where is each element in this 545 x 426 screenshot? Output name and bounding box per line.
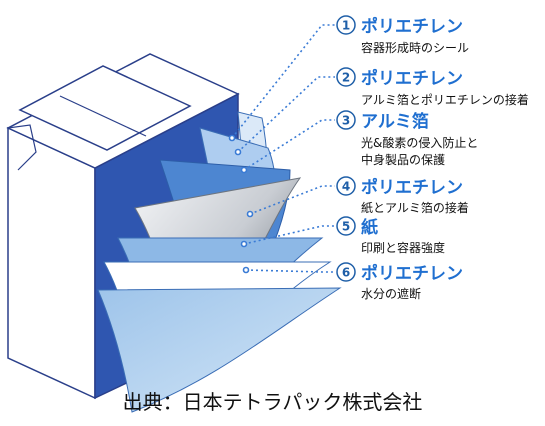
layer-number: 5 <box>342 220 350 234</box>
layer-number: 3 <box>342 114 350 128</box>
layer-title: ポリエチレン <box>361 177 463 198</box>
leader-line-4 <box>249 185 335 215</box>
carton-seal-line <box>59 95 147 137</box>
leader-lines <box>228 24 335 274</box>
number-badge <box>336 67 356 87</box>
layer-desc: アルミ箔とポリエチレンの接着 <box>361 92 529 107</box>
layer-label-1: 1 ポリエチレン 容器形成時のシール <box>336 15 469 55</box>
layer-label-5: 5 紙 印刷と容器強度 <box>336 216 445 255</box>
layer-label-2: 2 ポリエチレン アルミ箔とポリエチレンの接着 <box>336 67 529 107</box>
layer-sheet-6 <box>97 287 342 413</box>
peeled-layers <box>97 111 342 413</box>
layer-title: アルミ箔 <box>361 111 429 132</box>
number-badge <box>336 176 356 196</box>
leader-line-3 <box>243 119 335 171</box>
carton-left-face <box>7 126 96 400</box>
number-badge <box>336 110 356 130</box>
layer-title: ポリエチレン <box>361 263 463 284</box>
layer-desc: 紙とアルミ箔の接着 <box>361 200 469 215</box>
layer-number: 4 <box>342 180 350 194</box>
layer-desc: 光&酸素の侵入防止と <box>361 135 478 150</box>
leader-line-2 <box>237 76 335 153</box>
layer-desc: 中身製品の保護 <box>361 152 445 167</box>
layer-label-3: 3 アルミ箔 光&酸素の侵入防止と 中身製品の保護 <box>336 110 478 167</box>
layer-label-6: 6 ポリエチレン 水分の遮断 <box>336 262 463 301</box>
layer-title: 紙 <box>361 217 378 238</box>
source-caption: 出典：日本テトラパック株式会社 <box>122 390 423 414</box>
layer-title: ポリエチレン <box>361 16 463 37</box>
layer-number: 2 <box>342 71 350 85</box>
layer-number: 6 <box>342 266 350 280</box>
carton-top-seal <box>18 65 192 151</box>
leader-line-5 <box>243 225 335 245</box>
carton-side-flap <box>7 124 37 171</box>
layer-label-4: 4 ポリエチレン 紙とアルミ箔の接着 <box>336 176 469 215</box>
layer-desc: 水分の遮断 <box>361 286 421 301</box>
number-badge <box>336 15 356 35</box>
layer-number: 1 <box>342 19 350 33</box>
layer-title: ポリエチレン <box>361 68 463 89</box>
number-badge <box>336 216 356 236</box>
layer-desc: 印刷と容器強度 <box>361 240 445 255</box>
layer-desc: 容器形成時のシール <box>361 40 469 55</box>
number-badge <box>336 262 356 282</box>
leader-line-6 <box>245 269 335 273</box>
